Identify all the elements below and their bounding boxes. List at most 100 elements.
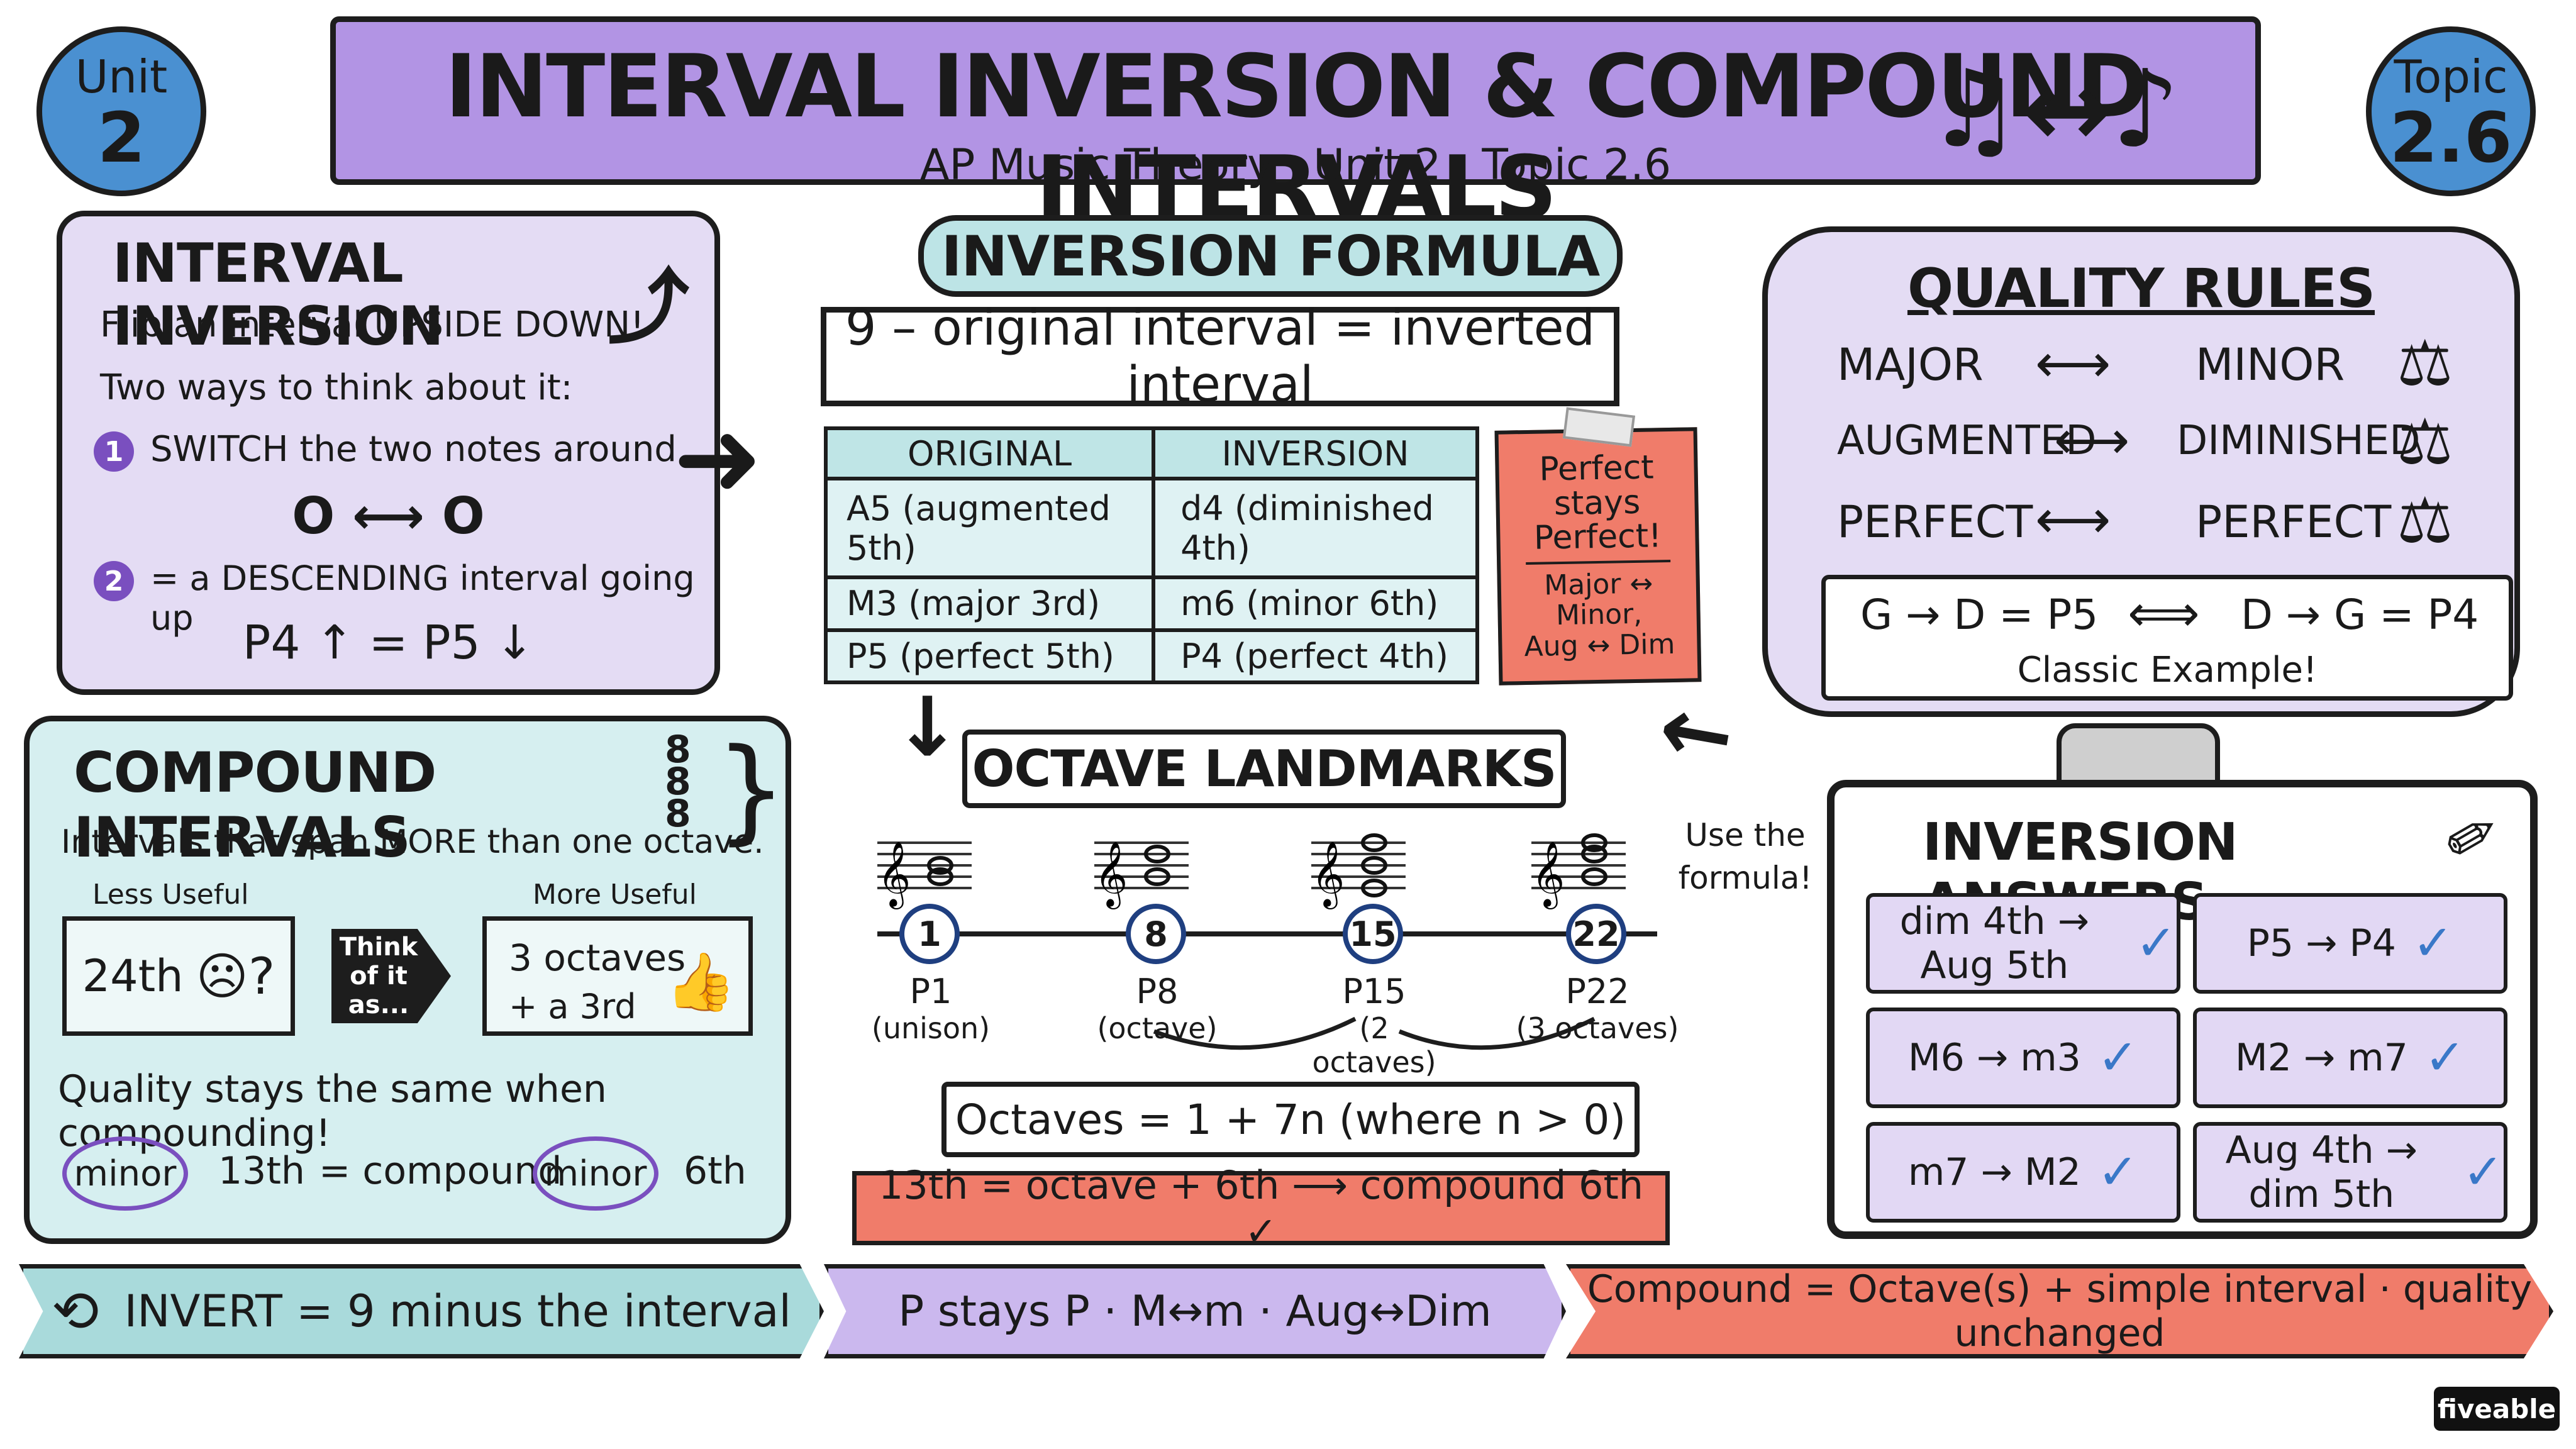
octave-desc: (octave) [1097,1011,1218,1045]
less-useful-box: 24th ☹? [62,916,295,1036]
staff: 𝄞 [1311,833,1406,909]
table-cell: P4 (perfect 4th) [1152,628,1479,685]
answer-box: M2 → m7✓ [2193,1008,2507,1108]
footer-compound-banner: Compound = Octave(s) + simple interval ·… [1566,1264,2553,1358]
scale-icon: ⚖ [2397,405,2453,479]
note-line: Perfect! [1533,517,1662,557]
table-header-original: ORIGINAL [823,426,1156,480]
double-arrow-icon: ⟷ [2054,409,2130,471]
flip-line: Flip an interval UPSIDE DOWN! [100,304,645,345]
check-icon: ✓ [2135,915,2177,972]
compound-example: 13th = octave + 6th ⟶ compound 6th ✓ [878,1162,1644,1254]
thirteenth-text: 13th [218,1149,305,1193]
inversion-table: ORIGINAL INVERSION A5 (augmented 5th) d4… [823,426,1479,685]
double-arrow-icon: ⟷ [2035,333,2111,394]
note-line: Perfect [1538,448,1655,489]
example-left: G → D = P5 [1860,591,2099,639]
more-useful-line1: 3 octaves [509,936,686,979]
answer-text: dim 4th → Aug 5th [1899,899,2089,987]
check-icon: ✓ [2462,1144,2504,1201]
answer-box: dim 4th → Aug 5th ✓ [1866,893,2180,994]
octave-name: P22 [1565,972,1629,1011]
rule-left: PERFECT [1837,496,2033,548]
less-useful-label: Less Useful [92,879,249,911]
answer-box: Aug 4th → dim 5th ✓ [2193,1122,2507,1223]
octave-node: 1 [899,904,960,964]
footer-compound-text: Compound = Octave(s) + simple interval ·… [1587,1267,2533,1355]
answer-text: M6 → m3 [1907,1036,2081,1080]
rule-right: MINOR [2196,339,2345,391]
octave-name: P15 [1342,972,1406,1011]
answer-text: Aug 4th → dim 5th [2225,1128,2418,1216]
table-row: M3 (major 3rd) m6 (minor 6th) [823,575,1479,632]
quality-same-note: Quality stays the same when compounding! [58,1067,607,1155]
scale-icon: ⚖ [2397,326,2453,400]
rule-right: DIMINISHED [2177,418,2421,464]
rule-right: PERFECT [2196,496,2392,548]
table-cell: d4 (diminished 4th) [1152,476,1479,580]
sixth-text: 6th [684,1149,747,1193]
inversion-example: P4 ↑ = P5 ↓ [242,616,535,670]
answer-box: P5 → P4✓ [2193,893,2507,994]
staff: 𝄞 [1094,841,1189,909]
table-row: P5 (perfect 5th) P4 (perfect 4th) [823,628,1479,685]
music-notes-icon: ♫↔♪ [1926,47,2180,172]
think-of-it-arrow: Think of it as... [331,929,451,1023]
answer-text: P5 → P4 [2246,921,2396,965]
footer-quality-banner: P stays P · M↔m · Aug↔Dim [824,1264,1566,1358]
quality-rules-title: QUALITY RULES [1907,257,2375,320]
table-row: A5 (augmented 5th) d4 (diminished 4th) [823,476,1479,580]
octave-label: P22(3 octaves) [1516,972,1679,1045]
inversion-formula-title: INVERSION FORMULA [941,223,1600,289]
check-icon: ✓ [2097,1030,2139,1086]
curved-arrow-icon: ↖ [1637,674,1757,800]
answer-text: M2 → m7 [2235,1036,2408,1080]
page-title: INTERVAL INVERSION & COMPOUND INTERVALS [445,36,2148,238]
octave-label: P15(2 octaves) [1296,972,1453,1079]
classic-example-caption: Classic Example! [2017,650,2318,691]
compound-text: = compound [319,1149,562,1193]
title-banner: INTERVAL INVERSION & COMPOUND INTERVALS … [330,16,2261,238]
note-swap-graphic: O ⟷ O [292,487,485,545]
fiveable-logo: fiveable [2434,1387,2560,1431]
svg-text:𝄞: 𝄞 [1531,841,1565,909]
note-line: Major ↔ [1543,567,1653,602]
check-icon: ✓ [2097,1144,2139,1201]
staff: 𝄞 [1531,833,1626,909]
topic-number: 2.6 [2389,97,2512,178]
unit-label: Unit [75,50,168,103]
octaves-formula-box: Octaves = 1 + 7n (where n > 0) [941,1082,1640,1157]
more-useful-line2: + a 3rd [509,987,636,1026]
octave-landmarks-title: OCTAVE LANDMARKS [972,740,1557,798]
refresh-icon: ⟲ [52,1278,99,1345]
quality-rules-cloud: QUALITY RULES MAJOR ⟷ MINOR ⚖ AUGMENTED … [1762,226,2520,717]
unit-number: 2 [97,97,146,178]
table-cell: m6 (minor 6th) [1152,575,1479,632]
octave-desc: (3 octaves) [1516,1011,1679,1045]
step-two-text: = a DESCENDING interval going up [150,558,695,638]
octave-node: 8 [1126,904,1186,964]
interval-inversion-panel: INTERVAL INVERSION ⤴ Flip an interval UP… [57,211,720,695]
octave-desc: (unison) [871,1011,991,1045]
curved-arrow-icon: ⤴ [607,260,689,355]
less-useful-value: 24th [82,950,184,1002]
octave-desc: (2 octaves) [1312,1011,1436,1079]
brace-icon: } [715,724,787,856]
octave-node: 15 [1343,904,1403,964]
step-one-badge: 1 [94,431,134,472]
formula-box: 9 – original interval = inverted interva… [821,300,1619,413]
table-header-inversion: INVERSION [1152,426,1479,480]
answer-box: M6 → m3 ✓ [1866,1008,2180,1108]
octave-label: P1(unison) [855,972,1006,1045]
right-arrow-icon: ➜ [673,396,763,521]
step-one-text: SWITCH the two notes around [150,429,677,470]
perfect-sticky-note: Perfect stays Perfect! Major ↔ Minor, Au… [1494,407,1702,686]
inversion-answers-clipboard: INVERSION ANSWERS ✏ dim 4th → Aug 5th✓ P… [1827,780,2538,1239]
compound-example-strip: 13th = octave + 6th ⟶ compound 6th ✓ [852,1162,1670,1254]
minor-circle: minor [62,1136,188,1211]
thumbs-up-icon: 👍 [665,949,736,1015]
octave-landmarks-banner: OCTAVE LANDMARKS [962,730,1566,808]
footer-invert-text: INVERT = 9 minus the interval [124,1285,791,1337]
